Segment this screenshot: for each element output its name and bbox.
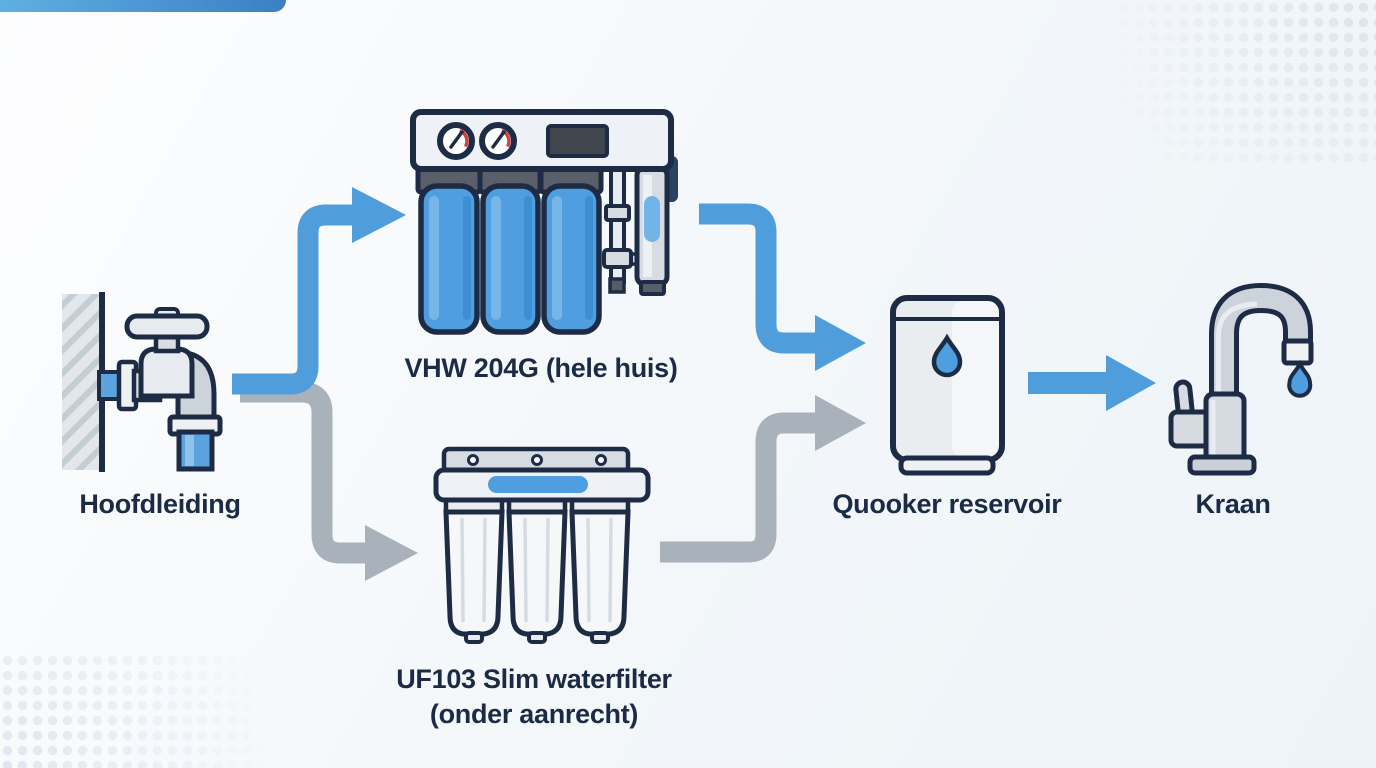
canister-white — [569, 495, 631, 644]
tap-body — [138, 346, 195, 399]
triple-filter-white-icon — [433, 446, 651, 644]
arrow-shaft — [240, 381, 366, 564]
label-quooker-reservoir: Quooker reservoir — [832, 489, 1062, 519]
label-hoofdleiding: Hoofdleiding — [79, 489, 240, 519]
bracket-hole — [467, 454, 479, 466]
head-blue-pill — [488, 476, 588, 493]
wall-tap-icon — [62, 292, 223, 472]
halftone-dots-bottom-left — [0, 653, 340, 768]
arrow-shaft — [232, 204, 353, 395]
uv-bottom-cap — [639, 280, 666, 296]
label-uf103-line1: UF103 Slim waterfilter — [396, 664, 672, 694]
tank-drop-icon — [890, 295, 1005, 476]
wall — [62, 294, 102, 470]
canister-blue — [541, 183, 602, 335]
tap-handle — [124, 313, 210, 340]
pressure-gauge-icon — [437, 122, 475, 160]
label-kraan: Kraan — [1195, 489, 1270, 519]
arrow-head — [1106, 355, 1156, 411]
uv-window — [644, 196, 660, 242]
label-vhw-204g: VHW 204G (hele huis) — [404, 353, 677, 383]
tank-base — [898, 455, 996, 476]
drain-stub — [608, 277, 626, 294]
pressure-gauge-icon — [479, 122, 517, 160]
arrow-head — [352, 187, 406, 243]
faucet-icon — [1168, 282, 1314, 476]
tank-highlight — [952, 301, 999, 457]
arrow-filter-bottom-to-reservoir — [660, 395, 866, 563]
canister-white — [443, 495, 505, 644]
arrow-head — [815, 315, 866, 371]
arrow-shaft — [699, 203, 816, 354]
pipe-fitting — [604, 204, 631, 222]
arrow-shaft — [660, 412, 816, 563]
bracket-hole — [595, 454, 607, 466]
faucet-base — [1187, 454, 1257, 476]
halftone-dots-top-right — [1056, 0, 1376, 165]
arrow-reservoir-to-tap — [1028, 355, 1156, 411]
top-accent-bar — [0, 0, 286, 12]
gooseneck-highlight — [1216, 301, 1258, 460]
canister-white — [506, 495, 568, 644]
canister-blue — [418, 183, 480, 335]
canister-blue — [480, 183, 541, 335]
arrow-source-to-filter-bottom — [240, 381, 418, 581]
water-drop-icon — [931, 333, 963, 378]
arrow-head — [365, 525, 418, 581]
arrow-source-to-filter-top — [232, 187, 406, 395]
gooseneck — [1214, 287, 1308, 462]
arrow-head — [815, 395, 866, 451]
pipe-highlight — [185, 435, 194, 466]
pipe-valve — [602, 248, 633, 269]
triple-filter-blue-icon — [410, 109, 678, 335]
arrow-filter-top-to-reservoir — [699, 203, 866, 371]
water-drop-icon — [1287, 359, 1313, 398]
label-uf103-line2: (onder aanrecht) — [430, 699, 638, 729]
bracket-hole — [531, 454, 543, 466]
pipe-blue-lower — [176, 429, 215, 472]
display-panel — [546, 124, 609, 158]
spout-tip — [1281, 338, 1314, 366]
